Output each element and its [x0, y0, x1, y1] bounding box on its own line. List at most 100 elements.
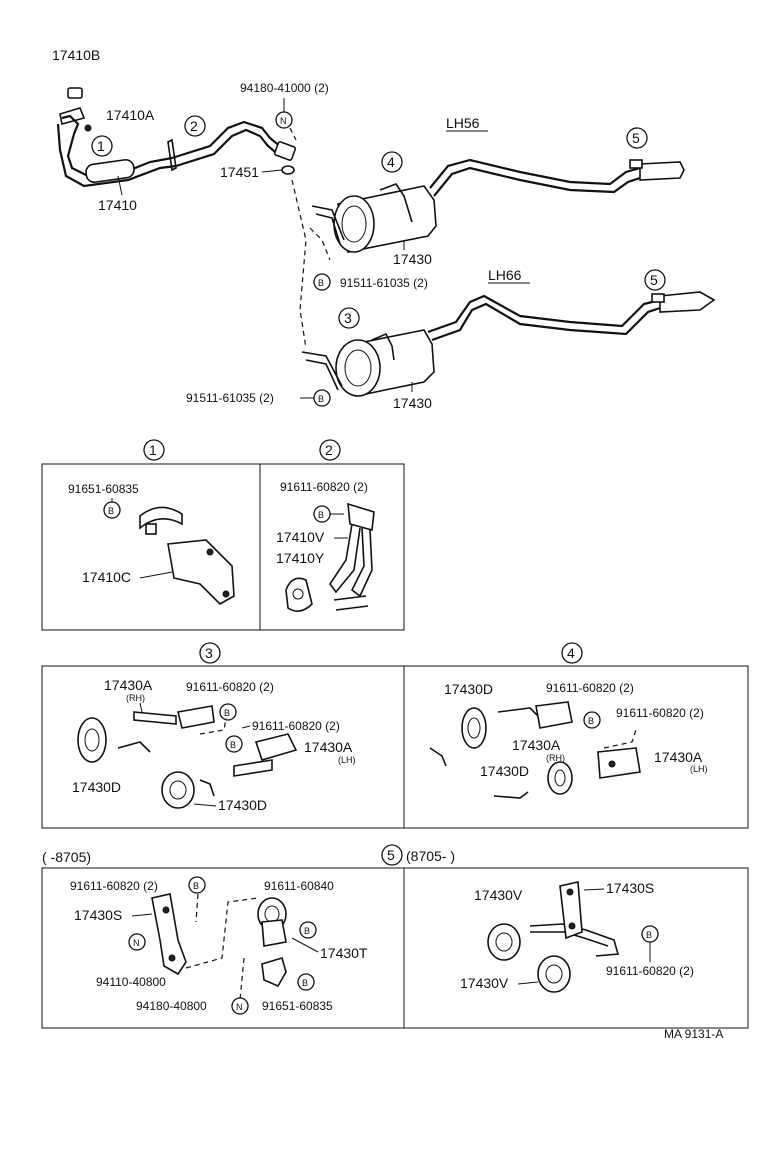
label-17410Y: 17410Y	[276, 550, 325, 566]
detail-box-5	[41, 867, 749, 1029]
gasket-17451	[281, 165, 295, 175]
callout-5-top	[626, 127, 648, 149]
label-17410: 17410	[98, 197, 137, 213]
label-17451: 17451	[220, 164, 259, 180]
callout-box4-num: 4	[567, 645, 575, 661]
label-94110-40800: 94110-40800	[96, 975, 166, 989]
diagram-code: MA 9131-A	[664, 1027, 723, 1041]
callout-1-num: 1	[97, 138, 105, 154]
range-left: ( -8705)	[42, 849, 91, 865]
detail-box-3-4	[41, 665, 749, 829]
nut-17410A	[84, 124, 92, 132]
label-rh-box4: (RH)	[546, 753, 565, 763]
detail-5-early: 91611-60820 (2) B 17430S N 94110-40800 9…	[70, 876, 368, 1015]
label-17410B: 17410B	[52, 47, 100, 63]
label-91651-box5: 91651-60835	[262, 999, 333, 1013]
callout-4-top	[381, 151, 403, 173]
label-91651-box1: 91651-60835	[68, 482, 139, 496]
label-lh-box4: (LH)	[690, 764, 708, 774]
callout-2-num: 2	[190, 118, 198, 134]
callout-box5	[381, 844, 403, 866]
label-17430D-a-box3: 17430D	[72, 779, 121, 795]
label-LH66: LH66	[488, 267, 522, 283]
gasket-17410B	[67, 87, 83, 99]
label-17430A-lh-box3: 17430A	[304, 739, 353, 755]
marker-B-box4a: B	[588, 716, 594, 726]
callout-5-top-num: 5	[632, 130, 640, 146]
marker-B-box1: B	[108, 506, 114, 516]
muffler-lh66	[301, 291, 716, 397]
label-17430T: 17430T	[320, 945, 368, 961]
label-91611a-box4: 91611-60820 (2)	[546, 681, 634, 695]
label-17430A-rh-box4: 17430A	[512, 737, 561, 753]
label-94180-40800: 94180-40800	[136, 999, 207, 1013]
marker-B-box5d: B	[646, 930, 652, 940]
callout-5-mid-num: 5	[650, 272, 658, 288]
label-17410V: 17410V	[276, 529, 325, 545]
callout-box4	[561, 642, 583, 664]
label-17430A-rh-box3: 17430A	[104, 677, 153, 693]
label-91611a-box3: 91611-60820 (2)	[186, 680, 274, 694]
label-17410A: 17410A	[106, 107, 155, 123]
marker-B-box5b: B	[304, 926, 310, 936]
marker-B-box3a: B	[224, 708, 230, 718]
detail-box-1-2	[41, 463, 405, 631]
label-17430-lh56: 17430	[393, 251, 432, 267]
callout-box1	[143, 439, 165, 461]
label-17410C: 17410C	[82, 569, 131, 585]
label-91511-a: 91511-61035 (2)	[340, 276, 428, 290]
detail-1: 91651-60835 B 17410C	[68, 482, 235, 605]
marker-B-box3b: B	[230, 740, 236, 750]
callout-box5-num: 5	[387, 847, 395, 863]
label-91611-60820-box5: 91611-60820 (2)	[70, 879, 158, 893]
callout-box1-num: 1	[149, 442, 157, 458]
callout-box2-num: 2	[325, 442, 333, 458]
label-91611-late: 91611-60820 (2)	[606, 964, 694, 978]
detail-3: 17430A (RH) 91611-60820 (2) B 91611-6082…	[72, 677, 356, 813]
label-17430D-b-box4: 17430D	[480, 763, 529, 779]
marker-B-top	[313, 273, 331, 291]
marker-B-box5c: B	[302, 978, 308, 988]
marker-B-top-text: B	[318, 278, 324, 288]
callout-2	[184, 115, 206, 137]
callout-1	[91, 135, 113, 157]
label-91611b-box4: 91611-60820 (2)	[616, 706, 704, 720]
detail-4: 17430D 91611-60820 (2) B 17430A (RH) 916…	[429, 681, 708, 799]
label-17430S-late: 17430S	[606, 880, 654, 896]
marker-B-box5a: B	[193, 881, 199, 891]
flange	[273, 141, 297, 161]
detail-2: 91611-60820 (2) B 17410V 17410Y	[276, 480, 375, 612]
label-17430V-a: 17430V	[474, 887, 523, 903]
label-17430-lh66: 17430	[393, 395, 432, 411]
label-LH56: LH56	[446, 115, 480, 131]
marker-B-mid-text: B	[318, 394, 324, 404]
center-pipe	[167, 120, 283, 172]
callout-box2	[319, 439, 341, 461]
callout-box3-num: 3	[205, 645, 213, 661]
label-91611b-box3: 91611-60820 (2)	[252, 719, 340, 733]
callout-5-mid	[644, 269, 666, 291]
marker-N-box5a: N	[133, 938, 140, 948]
label-91611-box2: 91611-60820 (2)	[280, 480, 368, 494]
callout-box3	[199, 642, 221, 664]
label-17430V-b: 17430V	[460, 975, 509, 991]
marker-N-box5b: N	[236, 1002, 243, 1012]
label-17430S: 17430S	[74, 907, 122, 923]
label-lh-box3: (LH)	[338, 755, 356, 765]
detail-5-late: 17430V 17430S B 91611-60820 (2) 17430V	[460, 880, 694, 993]
range-right: (8705- )	[406, 848, 455, 864]
marker-N-top-text: N	[280, 116, 287, 126]
muffler-lh56	[311, 158, 685, 253]
label-17430D-b-box3: 17430D	[218, 797, 267, 813]
label-91511-b: 91511-61035 (2)	[186, 391, 274, 405]
label-94180-41000: 94180-41000 (2)	[240, 81, 329, 95]
label-91611-60840: 91611-60840	[264, 879, 334, 893]
front-pipe-17410	[56, 107, 177, 188]
label-17430A-lh-box4: 17430A	[654, 749, 703, 765]
label-17430D-a-box4: 17430D	[444, 681, 493, 697]
callout-4-top-num: 4	[387, 154, 395, 170]
callout-3-top-num: 3	[344, 310, 352, 326]
marker-B-mid	[313, 389, 331, 407]
callout-3-top	[338, 307, 360, 329]
